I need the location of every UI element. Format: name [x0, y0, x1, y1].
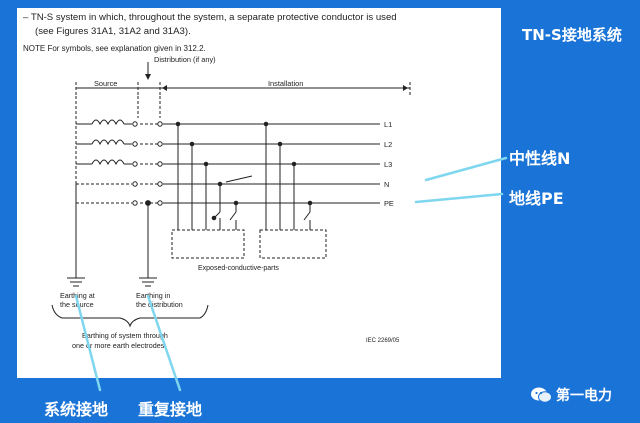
symbols-note: NOTE For symbols, see explanation given … [23, 44, 206, 53]
earthing-source-line2: the source [60, 300, 94, 309]
equipment-2-connections [263, 121, 313, 230]
exposed-parts-label: Exposed-conductive-parts [198, 265, 279, 272]
conductor-pe [76, 200, 380, 206]
conductor-label-l3: L3 [384, 160, 392, 169]
conductor-label-l1: L1 [384, 120, 392, 129]
installation-dimension [160, 82, 411, 96]
system-earth-pointer [74, 294, 102, 392]
earthing-distribution-line2: the distribution [136, 300, 183, 309]
pe-annotation: 地线PE [509, 189, 564, 208]
neutral-annotation: 中性线N [509, 149, 571, 168]
source-dimension [75, 82, 139, 96]
conductor-label-l2: L2 [384, 140, 392, 149]
watermark-text: 第一电力 [556, 388, 612, 404]
exposed-part-box-1 [171, 229, 245, 259]
conductor-l2 [76, 139, 380, 147]
pe-pointer [414, 192, 504, 204]
system-earth-annotation: 系统接地 [44, 400, 109, 419]
source-earth-symbol [67, 184, 85, 287]
earthing-source-line1: Earthing at [60, 291, 95, 300]
title-annotation: TN-S接地系统 [522, 26, 622, 44]
wechat-icon [531, 387, 552, 403]
earthing-system-line2: one or more earth electrodes [72, 341, 165, 350]
earthing-distribution-line1: Earthing in [136, 291, 170, 300]
earthing-brace [51, 304, 209, 328]
watermark: 第一电力 [530, 384, 630, 406]
conductor-label-n: N [384, 180, 389, 189]
repeat-earth-pointer [146, 294, 182, 392]
conductor-l1 [76, 119, 380, 127]
distribution-earth-symbol [139, 203, 157, 287]
conductor-label-pe: PE [384, 199, 394, 208]
intro-text-line2: (see Figures 31A1, 31A2 and 31A3). [35, 26, 191, 37]
installation-label: Installation [268, 79, 303, 88]
distribution-label: Distribution (if any) [154, 55, 216, 64]
conductor-l3 [76, 159, 380, 167]
neutral-pointer [424, 156, 508, 182]
diagram-panel [17, 8, 501, 378]
intro-text-line1: – TN-S system in which, throughout the s… [23, 12, 397, 23]
iec-reference: IEC 2269/05 [366, 338, 400, 344]
earthing-system-line1: Earthing of system through [82, 331, 168, 340]
exposed-part-box-2 [259, 229, 327, 259]
equipment-1-connections [175, 121, 253, 230]
conductor-n [76, 181, 380, 187]
distribution-dimension [138, 62, 161, 96]
source-label: Source [94, 79, 117, 88]
repeat-earth-annotation: 重复接地 [138, 400, 203, 419]
